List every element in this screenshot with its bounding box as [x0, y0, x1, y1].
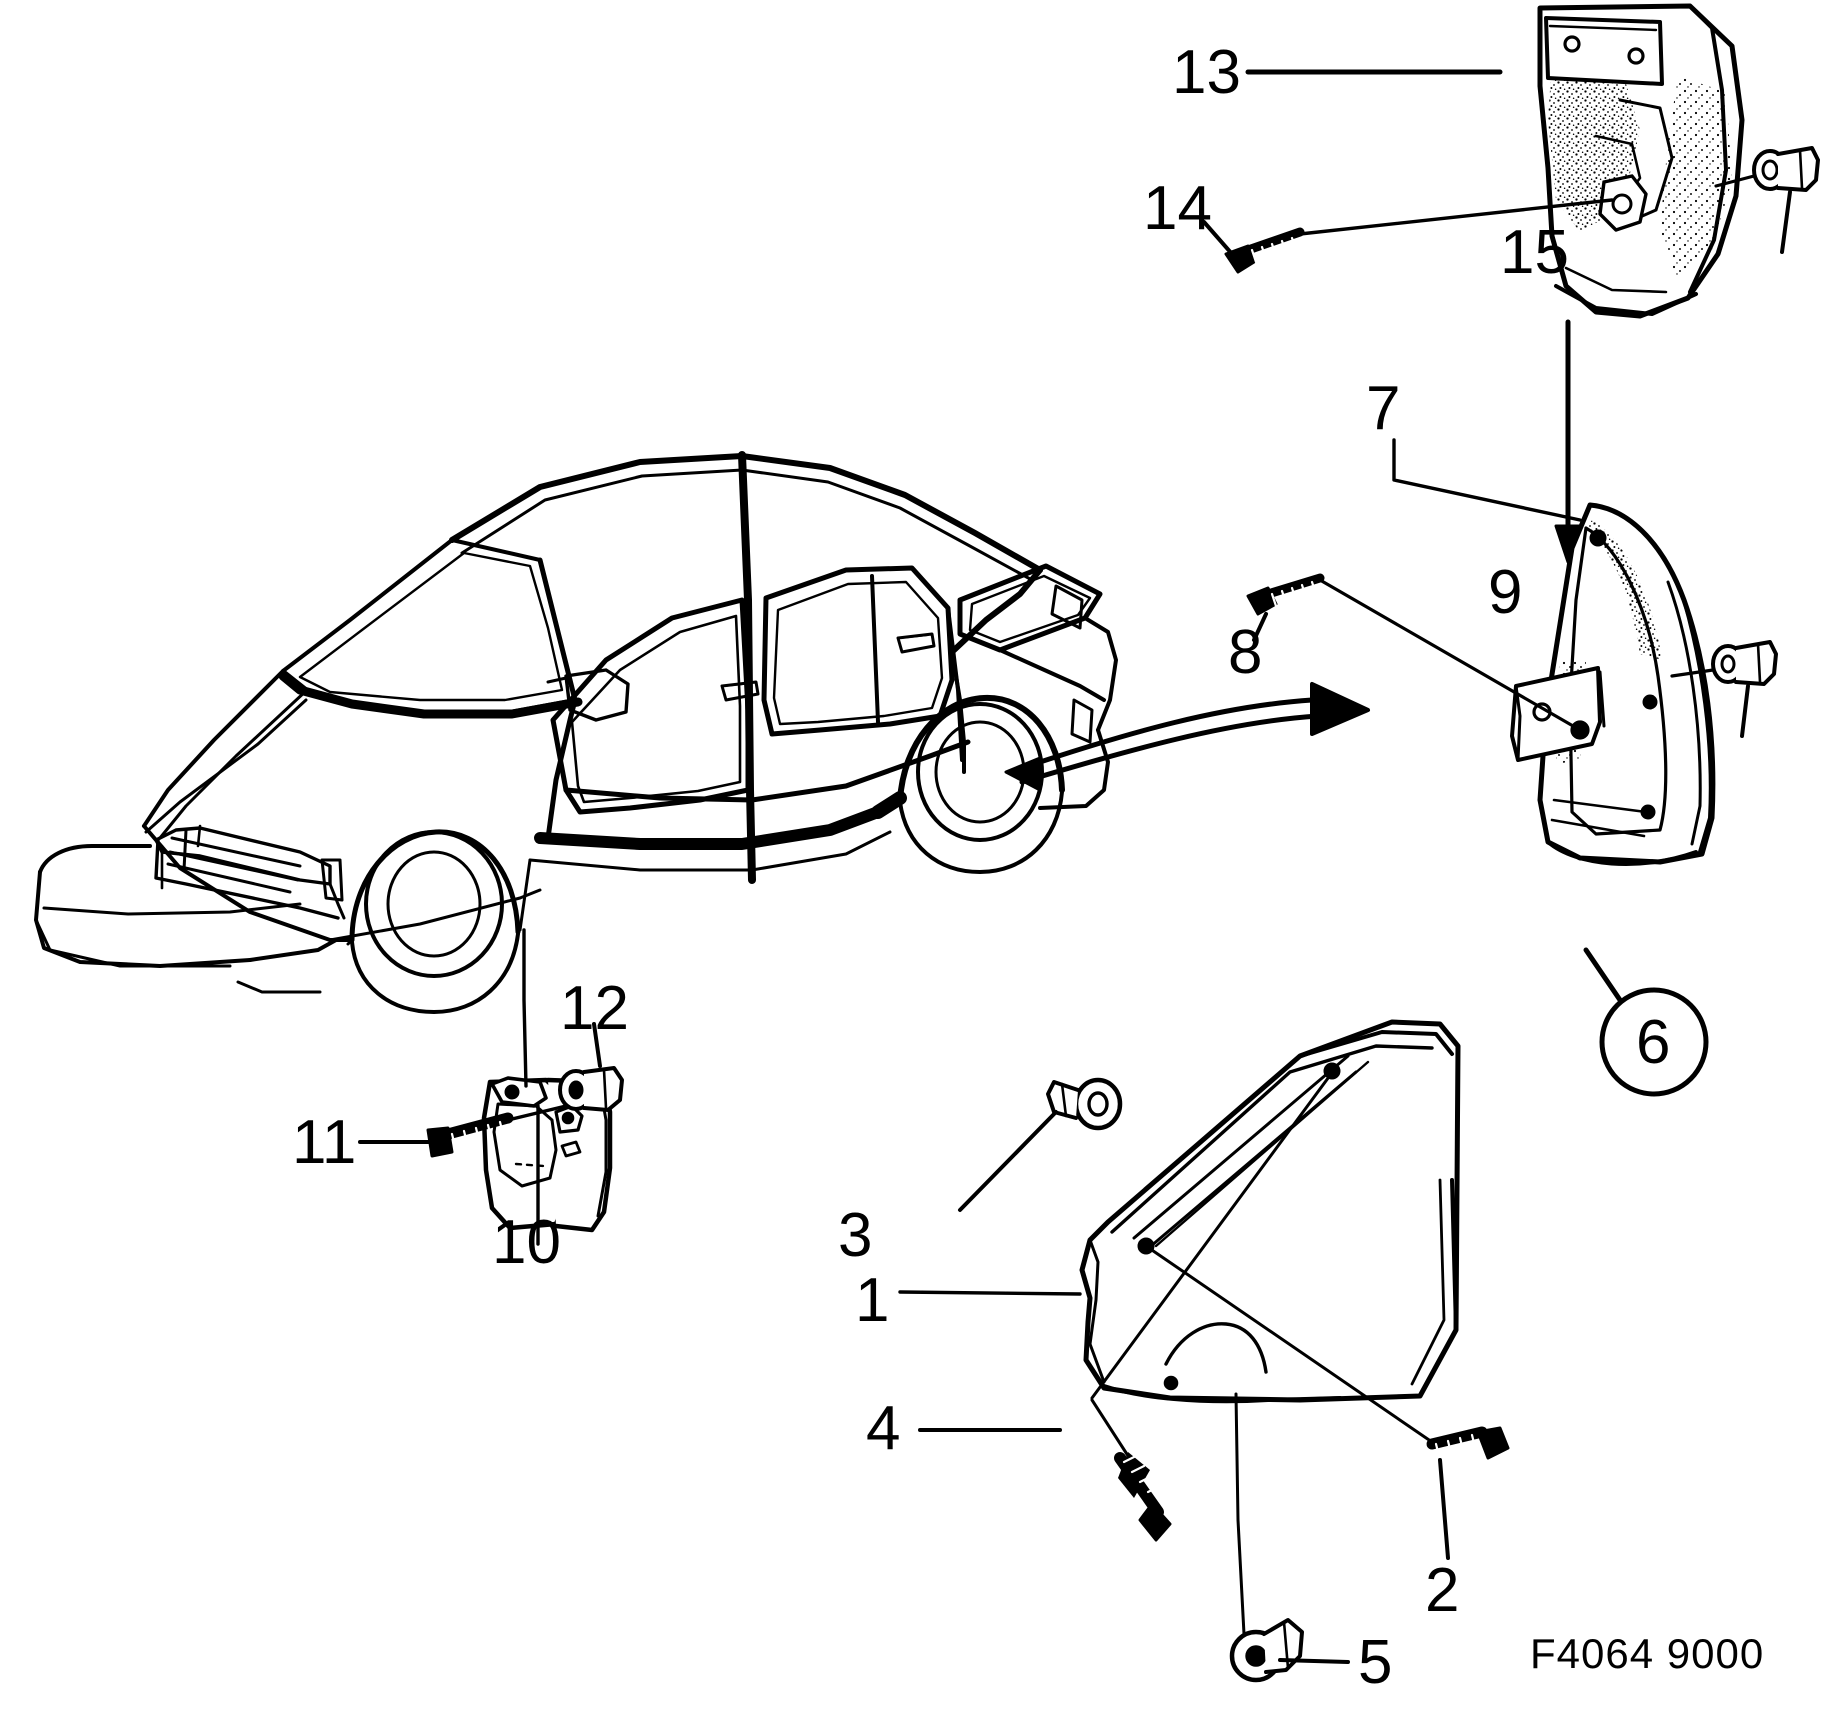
assembly-arrow-car-to-rear-flap — [1004, 682, 1370, 792]
callout-10: 10 — [492, 1208, 561, 1277]
vehicle-illustration — [34, 451, 1118, 1014]
figure-reference: F4064 9000 — [1530, 1630, 1765, 1677]
front-flap-screw — [358, 1104, 568, 1158]
rear-liner-grommet — [1714, 146, 1820, 254]
leader-6 — [1583, 947, 1709, 1097]
callout-11: 11 — [292, 1108, 357, 1177]
liner-screw-lower — [918, 1398, 1172, 1542]
callout-7: 7 — [1366, 374, 1401, 443]
rear-liner-screw — [1202, 198, 1614, 274]
callout-13: 13 — [1172, 38, 1241, 107]
flap-grommet — [1670, 640, 1778, 738]
callout-12: 12 — [560, 974, 629, 1043]
rear-mud-flap — [1537, 502, 1716, 866]
rear-wheel-housing-liner — [1537, 3, 1745, 319]
liner-screw-right — [1426, 1426, 1510, 1560]
callout-4: 4 — [866, 1394, 901, 1463]
assembly-arrow-13-to-7 — [1554, 319, 1582, 564]
bracket-screw — [1246, 573, 1582, 732]
callout-14: 14 — [1143, 174, 1212, 243]
leader-car-to-front-flap — [522, 928, 528, 1088]
callout-1: 1 — [855, 1266, 890, 1335]
callout-8: 8 — [1228, 618, 1263, 687]
callout-6: 6 — [1636, 1008, 1671, 1077]
callout-9: 9 — [1488, 558, 1523, 627]
front-wheel-housing-liner — [898, 1019, 1461, 1444]
liner-grommet-upper — [958, 1077, 1123, 1212]
liner-nut — [1229, 1392, 1350, 1683]
callout-2: 2 — [1425, 1556, 1460, 1625]
front-flap-nut — [558, 1022, 624, 1112]
callout-15: 15 — [1500, 218, 1569, 287]
mud-flap-bracket — [1392, 438, 1606, 762]
callout-3: 3 — [838, 1201, 873, 1270]
callout-5: 5 — [1358, 1628, 1393, 1697]
